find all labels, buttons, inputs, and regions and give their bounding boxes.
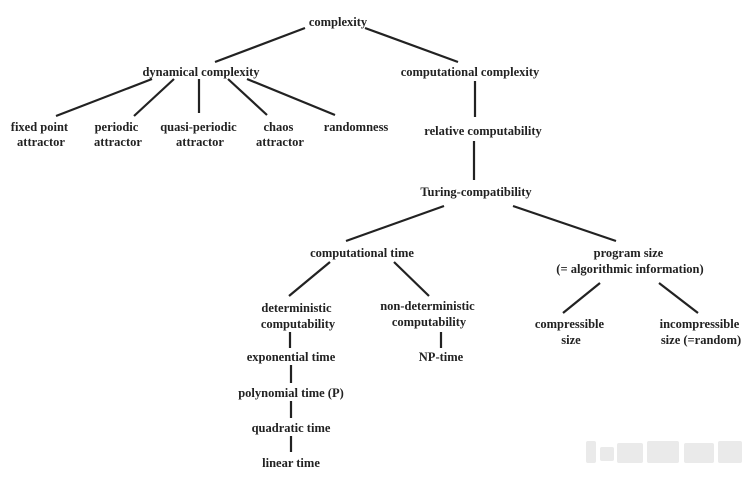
node-linear-time: linear time [262, 456, 320, 470]
node-computational-time: computational time [310, 246, 414, 260]
watermark-block [647, 441, 679, 463]
edge-dynamical-randomness [246, 77, 336, 117]
edge-program-size-compressible [562, 282, 601, 314]
edge-comp-time-non-deterministic [393, 261, 430, 297]
node-dynamical-complexity: dynamical complexity [142, 65, 260, 79]
node-program-size: program size (= algorithmic information) [556, 246, 703, 276]
node-fixed-point-attractor: fixed point attractor [11, 120, 71, 149]
edge-complexity-computational [364, 26, 459, 64]
watermark-block [600, 447, 614, 461]
edge-comp-time-deterministic [288, 261, 331, 297]
node-turing-compatibility: Turing-compatibility [420, 185, 532, 199]
node-exponential-time: exponential time [247, 350, 336, 364]
edge-dynamical-periodic [133, 78, 175, 117]
diagram-nodes: complexity dynamical complexity computat… [11, 15, 743, 470]
watermark-block [684, 443, 714, 463]
node-complexity: complexity [309, 15, 368, 29]
node-computational-complexity: computational complexity [401, 65, 540, 79]
node-deterministic-computability: deterministic computability [261, 301, 336, 331]
watermark-block [718, 441, 742, 463]
node-np-time: NP-time [419, 350, 464, 364]
node-quadratic-time: quadratic time [252, 421, 331, 435]
node-non-deterministic-computability: non-deterministic computability [380, 299, 478, 329]
diagram-edges [55, 26, 699, 452]
node-polynomial-time: polynomial time (P) [238, 386, 344, 400]
node-compressible-size: compressible size [535, 317, 607, 347]
watermark-block [617, 443, 643, 463]
blurred-watermark [586, 441, 742, 463]
node-relative-computability: relative computability [424, 124, 542, 138]
node-quasi-periodic-attractor: quasi-periodic attractor [160, 120, 240, 149]
edge-complexity-dynamical [214, 26, 306, 64]
edge-program-size-incompressible [658, 282, 699, 314]
node-randomness: randomness [324, 120, 389, 134]
node-incompressible-size: incompressible size (=random) [660, 317, 743, 347]
node-periodic-attractor: periodic attractor [94, 120, 142, 149]
edge-turing-program-size [512, 204, 617, 243]
edge-dynamical-chaos [227, 78, 268, 116]
watermark-block [586, 441, 596, 463]
edge-dynamical-fixed-point [55, 77, 153, 118]
edge-turing-comp-time [345, 204, 445, 243]
node-chaos-attractor: chaos attractor [256, 120, 304, 149]
